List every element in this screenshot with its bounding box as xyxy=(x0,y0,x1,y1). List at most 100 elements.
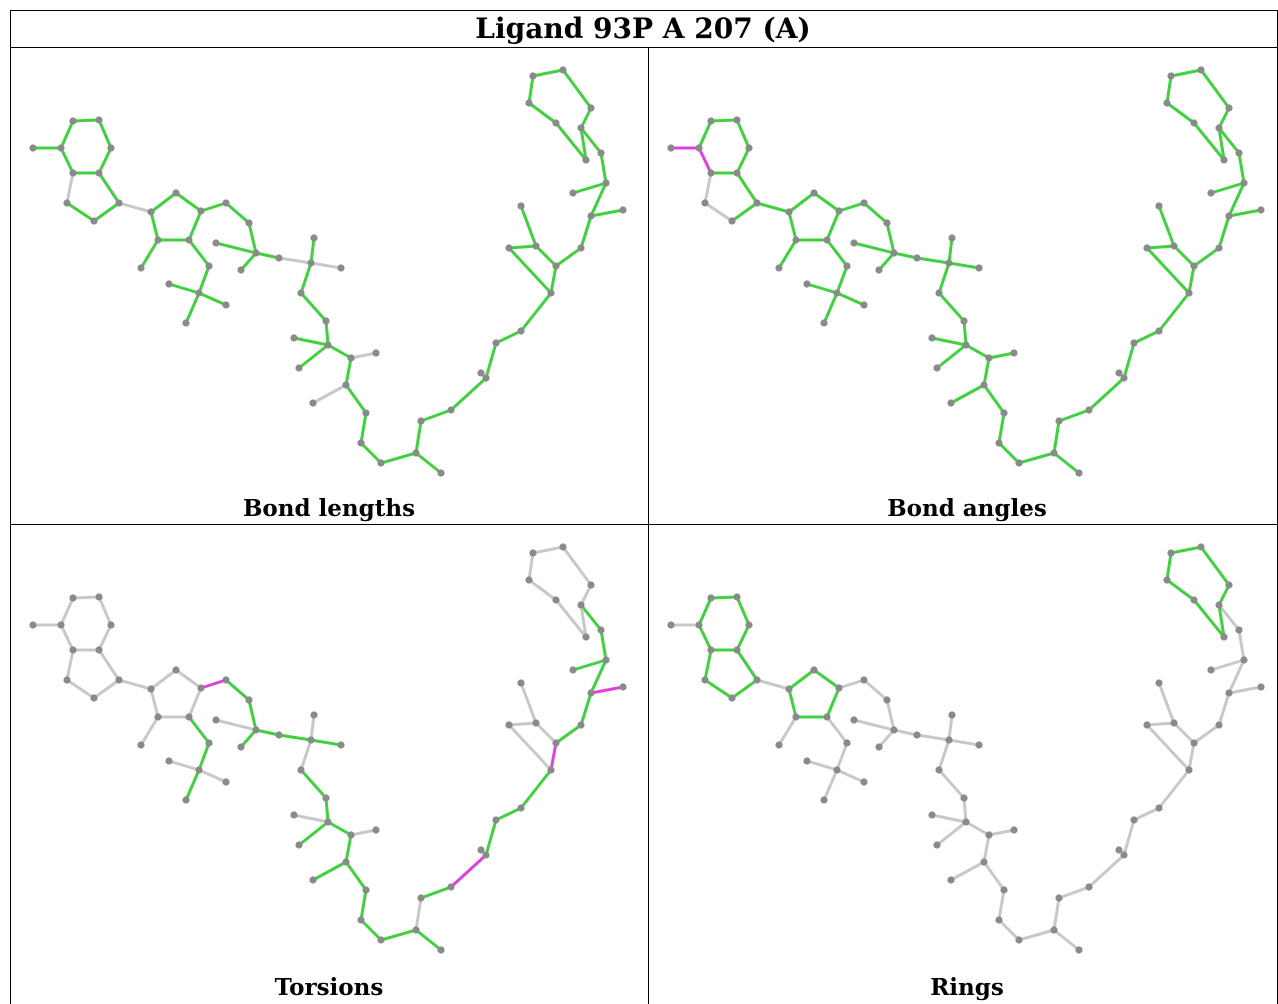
atom xyxy=(577,721,585,729)
atom xyxy=(137,741,145,749)
atom xyxy=(810,189,818,197)
bond xyxy=(877,728,896,749)
bond xyxy=(997,888,1006,922)
bond xyxy=(730,678,759,700)
atom xyxy=(728,694,736,702)
bond xyxy=(519,681,538,725)
atom xyxy=(182,319,190,327)
bond xyxy=(825,238,849,268)
bond xyxy=(1169,68,1203,78)
bond xyxy=(735,118,751,150)
atom xyxy=(962,818,970,826)
atom xyxy=(222,199,230,207)
atom xyxy=(559,66,567,74)
bond xyxy=(65,678,96,700)
atom xyxy=(342,381,350,389)
bond xyxy=(97,648,121,682)
bond xyxy=(885,221,896,255)
bond xyxy=(935,343,968,370)
atom xyxy=(1257,206,1265,214)
atom xyxy=(372,826,380,834)
atom xyxy=(1257,683,1265,691)
atom xyxy=(482,851,490,859)
atom xyxy=(1225,689,1233,697)
atom xyxy=(947,876,955,884)
bond xyxy=(1052,419,1061,455)
bond xyxy=(930,813,968,824)
atom xyxy=(1225,212,1233,220)
atom xyxy=(775,741,783,749)
bond xyxy=(579,106,593,130)
atom xyxy=(695,144,703,152)
bond xyxy=(1199,68,1231,110)
atom xyxy=(324,818,332,826)
bond xyxy=(1192,723,1221,745)
atom xyxy=(933,364,941,372)
bond xyxy=(1217,583,1231,607)
bond xyxy=(309,713,316,742)
atom xyxy=(377,936,385,944)
bond xyxy=(149,210,160,242)
atom xyxy=(835,684,843,692)
bond xyxy=(735,623,751,652)
bond xyxy=(97,118,113,150)
atom xyxy=(1085,883,1093,891)
bond xyxy=(812,668,841,690)
panel-torsions: Torsions xyxy=(11,525,647,1001)
bond xyxy=(324,796,330,824)
bond xyxy=(277,733,313,742)
atom xyxy=(1170,719,1178,727)
atom xyxy=(154,236,162,244)
atom xyxy=(362,409,370,417)
bond xyxy=(987,828,1016,837)
bond xyxy=(915,733,951,742)
atom xyxy=(1240,179,1248,187)
bond xyxy=(1057,885,1091,900)
bond xyxy=(947,738,981,747)
bond xyxy=(311,860,348,882)
bond xyxy=(1192,121,1226,162)
bond xyxy=(92,678,121,700)
atom xyxy=(437,946,445,954)
atom xyxy=(1143,244,1151,252)
bond xyxy=(311,383,348,405)
atom xyxy=(275,254,283,262)
bond xyxy=(982,833,991,864)
atom xyxy=(517,804,525,812)
atom xyxy=(1055,417,1063,425)
bond xyxy=(59,596,75,627)
atom xyxy=(252,249,260,257)
atom xyxy=(948,711,956,719)
atom xyxy=(745,621,753,629)
atom xyxy=(290,811,298,819)
atom xyxy=(552,119,560,127)
atom xyxy=(297,289,305,297)
atom xyxy=(307,736,315,744)
atom xyxy=(237,266,245,274)
atom xyxy=(975,264,983,272)
bond xyxy=(494,806,523,822)
atom xyxy=(69,117,77,125)
bond xyxy=(735,146,751,175)
bond xyxy=(507,244,538,250)
atom xyxy=(552,262,560,270)
atom xyxy=(185,236,193,244)
bond xyxy=(507,723,553,772)
bond xyxy=(862,201,889,225)
bond xyxy=(519,291,553,333)
atom xyxy=(985,831,993,839)
atom xyxy=(57,144,65,152)
atom xyxy=(860,778,868,786)
atom xyxy=(582,156,590,164)
bond xyxy=(579,126,588,162)
atom xyxy=(505,244,513,252)
atom xyxy=(1010,349,1018,357)
atom xyxy=(69,169,77,177)
atom xyxy=(775,264,783,272)
bond xyxy=(1217,126,1226,162)
atom xyxy=(1055,894,1063,902)
bond xyxy=(224,201,251,225)
atom xyxy=(237,743,245,751)
atom xyxy=(275,731,283,739)
atom xyxy=(1185,766,1193,774)
